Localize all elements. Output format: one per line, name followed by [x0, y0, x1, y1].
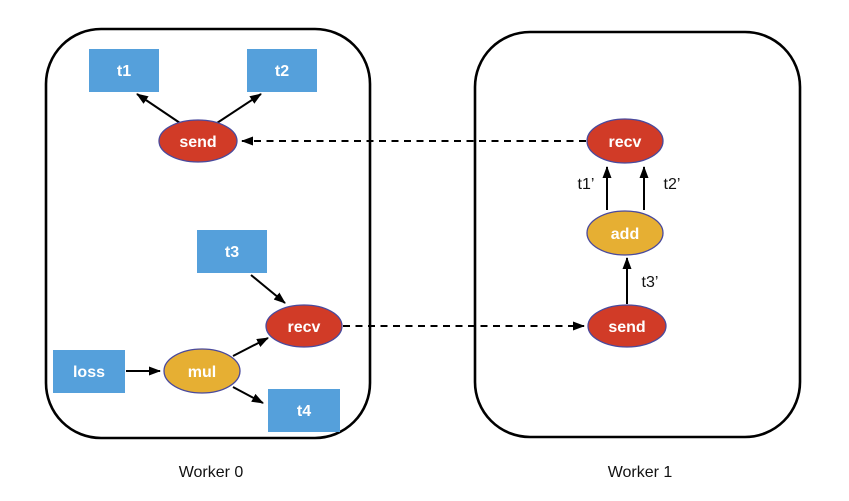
- node-t2-label: t2: [275, 63, 289, 80]
- worker1-label: Worker 1: [608, 464, 673, 481]
- node-t4: t4: [268, 389, 340, 432]
- node-recv-worker1-label: recv: [609, 134, 642, 151]
- node-loss-label: loss: [73, 364, 105, 381]
- node-t1-label: t1: [117, 63, 131, 80]
- edge-label-t2-grad: t2’: [664, 176, 681, 193]
- node-mul: mul: [163, 348, 241, 394]
- node-recv-worker0: recv: [265, 304, 343, 348]
- node-send-worker0: send: [158, 119, 238, 163]
- worker0-label: Worker 0: [179, 464, 244, 481]
- edge-mul-to-t4: [232, 386, 264, 404]
- edge-send0-to-t2: [216, 93, 262, 124]
- node-mul-label: mul: [188, 364, 216, 381]
- node-recv-worker1: recv: [586, 118, 664, 164]
- edge-label-t3-grad: t3’: [642, 274, 659, 291]
- node-t2: t2: [247, 49, 317, 92]
- edge-label-t1-grad: t1’: [578, 176, 595, 193]
- edge-send0-to-t1: [136, 93, 181, 124]
- node-t3: t3: [197, 230, 267, 273]
- node-recv-worker0-label: recv: [288, 319, 321, 336]
- worker0-boundary: [44, 27, 372, 440]
- node-send-worker0-label: send: [179, 134, 216, 151]
- node-t4-label: t4: [297, 403, 311, 420]
- node-send-worker1-label: send: [608, 319, 645, 336]
- node-send-worker1: send: [587, 304, 667, 348]
- node-add-label: add: [611, 226, 639, 243]
- node-loss: loss: [53, 350, 125, 393]
- edge-mul-to-recv0: [232, 337, 269, 357]
- node-add: add: [586, 210, 664, 256]
- node-t3-label: t3: [225, 244, 239, 261]
- worker1-boundary: [473, 30, 802, 439]
- node-t1: t1: [89, 49, 159, 92]
- edge-t3-to-recv0: [250, 274, 286, 304]
